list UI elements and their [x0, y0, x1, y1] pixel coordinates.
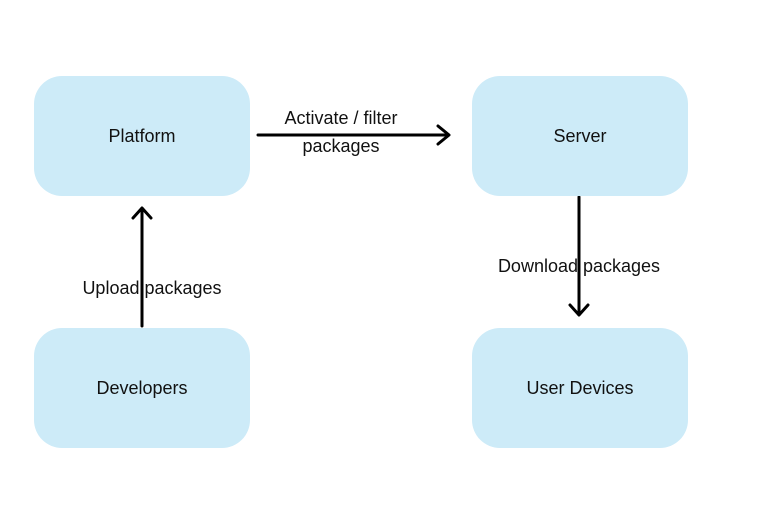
edge-activate-arrowhead — [436, 124, 451, 146]
node-developers: Developers — [34, 328, 250, 448]
edge-activate-label-line1: Activate / filter — [284, 108, 398, 128]
edge-download-arrowhead — [568, 303, 590, 317]
node-server-label: Server — [553, 125, 607, 146]
node-developers-label: Developers — [96, 377, 188, 398]
edge-download-label: Download packages — [497, 256, 661, 276]
node-platform-label: Platform — [108, 125, 176, 146]
edge-upload-arrowhead — [131, 206, 153, 220]
edge-activate-label-line2: packages — [302, 136, 380, 156]
edge-activate-label: Activate / filter packages — [262, 106, 420, 158]
edge-download — [568, 195, 590, 317]
node-server: Server — [472, 76, 688, 196]
edge-upload — [131, 206, 153, 328]
edge-upload-label: Upload packages — [82, 278, 222, 298]
node-platform: Platform — [34, 76, 250, 196]
edge-activate-filter — [256, 124, 451, 146]
node-user-devices-label: User Devices — [526, 377, 634, 398]
node-user-devices: User Devices — [472, 328, 688, 448]
